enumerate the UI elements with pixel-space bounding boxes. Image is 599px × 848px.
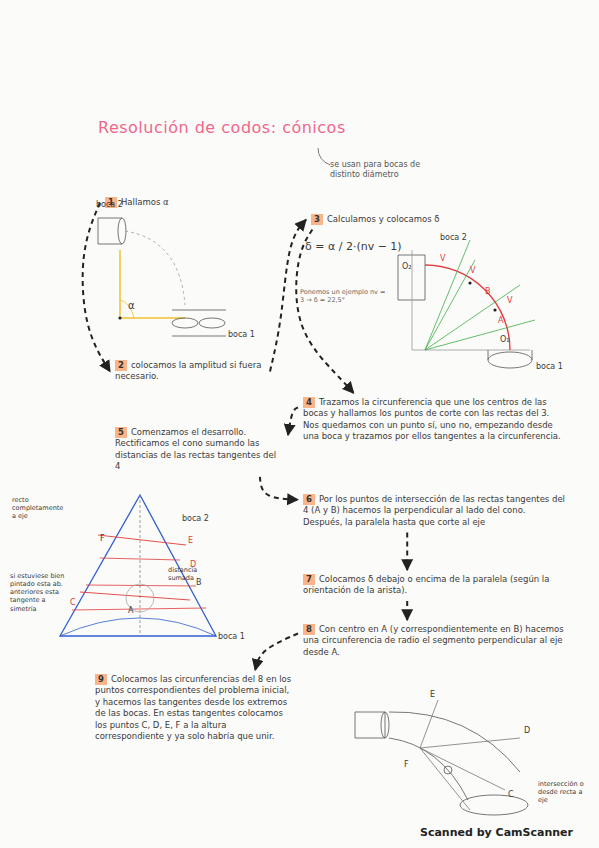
step-text: Colocamos las circunferencias del 8 en l… (95, 674, 291, 741)
annotation: V (440, 254, 450, 264)
step-number: 5 (115, 427, 127, 438)
step-number: 7 (303, 574, 315, 585)
step-text: Colocamos δ debajo o encima de la parale… (303, 574, 549, 595)
step-block: 3 Calculamos y colocamos δ (308, 212, 454, 227)
annotation: boca 1 (218, 632, 258, 642)
annotation: Scanned by CamScanner (420, 826, 590, 840)
step-number: 4 (303, 397, 315, 408)
annotation: Ponemos un ejemplo nv = 3 → δ = 22,5° (300, 288, 390, 304)
step-block: 9Colocamos las circunferencias del 8 en … (92, 672, 296, 745)
step-text: colocamos la amplitud si fuera necesario… (115, 360, 261, 381)
annotation: F (100, 534, 110, 544)
annotation: B (485, 287, 495, 297)
annotation: boca 1 (536, 362, 576, 372)
annotation: boca 2 (96, 200, 136, 210)
annotation: D (524, 726, 534, 736)
annotation: O₁ (500, 335, 518, 345)
step-text: Con centro en A (y correspondientemente … (303, 624, 564, 657)
annotation: recto completamente a eje (12, 496, 64, 520)
annotation: F (404, 760, 414, 770)
annotation: si estuviese bien pintado esta ab. anter… (10, 572, 72, 613)
step-block: 6Por los puntos de intersección de las r… (300, 492, 568, 530)
step-block: 8Con centro en A (y correspondientemente… (300, 622, 568, 660)
annotation: E (188, 536, 198, 546)
annotation: C (70, 598, 80, 608)
annotation: δ = α / 2·(nv − 1) (305, 240, 415, 254)
step-text: Hallamos α (121, 197, 169, 207)
annotation: boca 1 (228, 330, 268, 340)
dashed-arrow (406, 601, 408, 620)
step-block: 7Colocamos δ debajo o encima de la paral… (300, 572, 568, 599)
dashed-arrow (406, 532, 408, 570)
dashed-arrow (255, 634, 298, 670)
step-number: 3 (311, 214, 323, 225)
annotation: V (507, 296, 517, 306)
dashed-arrow (296, 229, 353, 393)
step-block: 5Comenzamos el desarrollo. Rectificamos … (112, 425, 286, 475)
dashed-arrow (260, 477, 298, 500)
step-text: Calculamos y colocamos δ (327, 214, 440, 224)
annotation: B (196, 578, 206, 588)
dashed-arrow (288, 407, 298, 435)
annotation: boca 2 (440, 233, 480, 243)
step-number: 9 (95, 674, 107, 685)
annotation: intersección o desde recta a eje (538, 780, 588, 804)
annotation: E (430, 690, 440, 700)
annotation: boca 2 (182, 514, 222, 524)
step-number: 8 (303, 624, 315, 635)
annotation: A (128, 606, 138, 616)
annotation: se usan para bocas de distinto diámetro (330, 160, 440, 180)
annotation: V (470, 266, 480, 276)
annotation: C (508, 790, 518, 800)
step-text: Comenzamos el desarrollo. Rectificamos e… (115, 427, 276, 471)
annotation: α (128, 300, 140, 313)
step-number: 2 (115, 360, 127, 371)
step-block: 4Trazamos la circunferencia que une los … (300, 395, 568, 445)
page-title: Resolución de codos: cónicos (98, 118, 346, 137)
step-text: Trazamos la circunferencia que une los c… (303, 397, 561, 441)
annotation: distancia sumada (168, 566, 218, 582)
step-number: 6 (303, 494, 315, 505)
annotation: A (498, 316, 508, 326)
step-block: 2colocamos la amplitud si fuera necesari… (112, 358, 268, 385)
step-text: Por los puntos de intersección de las re… (303, 494, 565, 527)
annotation: O₂ (402, 262, 420, 272)
dashed-arrow (83, 203, 110, 372)
